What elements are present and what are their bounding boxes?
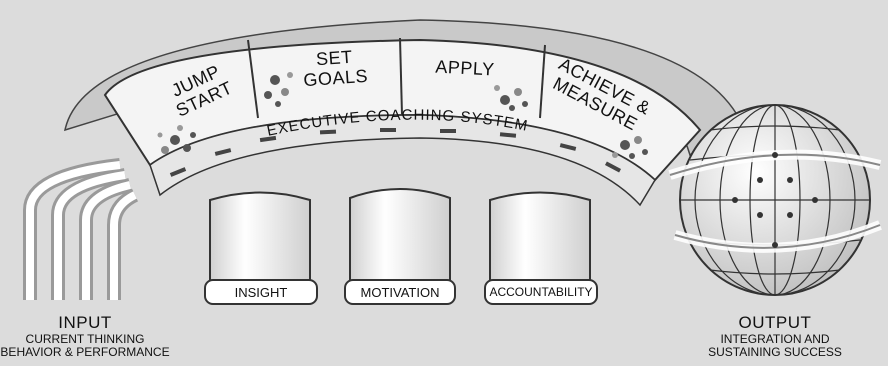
input-label: INPUT CURRENT THINKING BEHAVIOR & PERFOR… [0,313,169,359]
arch-rim [149,114,656,207]
pillar-motivation: MOTIVATION [360,285,440,300]
dot-clusters [157,72,648,159]
input-title: INPUT [58,313,112,332]
input-line1: CURRENT THINKING [25,332,145,346]
output-line2: SUSTAINING SUCCESS [708,345,842,359]
pillars [209,188,591,283]
input-line2: BEHAVIOR & PERFORMANCE [0,345,170,359]
output-label: OUTPUT INTEGRATION AND SUSTAINING SUCCES… [708,313,842,359]
pillar-insight: INSIGHT [234,285,288,300]
output-line1: INTEGRATION AND [720,332,830,346]
segment-apply: APPLY [434,56,496,80]
pillar-accountability: ACCOUNTABILITY [489,285,593,299]
globe-icon [668,104,882,296]
output-title: OUTPUT [738,313,812,332]
